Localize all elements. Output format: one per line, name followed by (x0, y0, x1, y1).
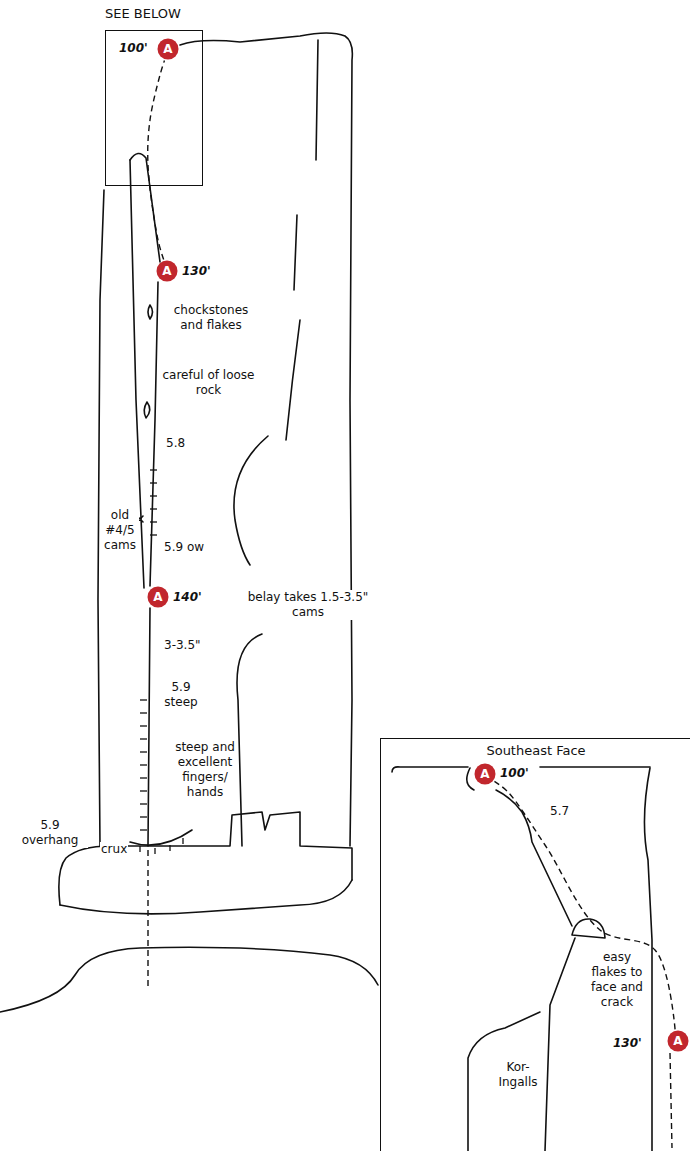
route-note: 5.9 steep (160, 680, 202, 710)
crack-tick (140, 738, 147, 739)
distance-label: 100' (118, 41, 149, 56)
route-line (148, 60, 165, 259)
route-line (670, 1053, 672, 1148)
route-note: easy flakes to face and crack (587, 950, 647, 1010)
route-note: Kor- Ingalls (492, 1060, 544, 1090)
crack-tick (140, 803, 147, 804)
crack-tick (140, 816, 147, 817)
crack-tick (182, 838, 183, 844)
crack-tick (140, 699, 147, 700)
crack-tick (140, 777, 147, 778)
rock-feature (286, 320, 300, 440)
distance-label: 100' (499, 766, 530, 781)
flake-right-crack (130, 153, 160, 262)
anchor-letter: A (163, 42, 172, 57)
anchor-disc (157, 261, 178, 282)
inset-pillar-left (545, 938, 575, 1151)
distance-label: 130' (181, 264, 212, 279)
pillar-top-edge (180, 33, 352, 846)
route-note: careful of loose rock (160, 368, 257, 398)
rock-feature (294, 215, 297, 290)
crack-tick (150, 495, 157, 496)
crack-tick (140, 725, 147, 726)
anchor-letter: A (153, 590, 162, 605)
anchor-letter: A (673, 1034, 682, 1049)
crack-upper (150, 282, 158, 586)
crack-tick (150, 482, 157, 483)
base-ledge-bottom (60, 880, 352, 914)
chockstone (148, 305, 153, 319)
route-note: crux (100, 842, 128, 857)
rock-feature (234, 436, 268, 565)
route-note: 5.9 overhang (12, 818, 88, 848)
crack-lower (148, 608, 150, 846)
anchor-circle: A (474, 763, 496, 785)
distance-label: 140' (172, 590, 203, 605)
route-note: steep and excellent fingers/ hands (172, 740, 238, 800)
rock-outline (0, 33, 652, 1151)
crack-tick (150, 508, 157, 509)
route-note: 5.8 (165, 436, 186, 451)
route-note: belay takes 1.5-3.5" cams (245, 590, 371, 620)
anchor-circle: A (156, 260, 178, 282)
crack-tick (150, 469, 157, 470)
anchor-letter: A (162, 264, 171, 279)
anchor-disc (475, 764, 496, 785)
crack-tick (150, 534, 157, 535)
inset-pillar-top (572, 919, 605, 938)
route-note: chockstones and flakes (165, 303, 257, 333)
chockstone (144, 402, 150, 418)
crack-tick (140, 751, 147, 752)
anchor-disc (148, 587, 169, 608)
route-line (148, 850, 672, 1148)
overhang-arc (130, 830, 192, 845)
crack-tick (150, 521, 157, 522)
crack-tick (154, 848, 155, 854)
route-note: old #4/5 cams (101, 508, 139, 553)
anchor-letter: A (480, 767, 489, 782)
distance-label: 130' (612, 1036, 643, 1051)
anchor-disc (668, 1031, 689, 1052)
rock-feature (316, 40, 318, 160)
crack-tick (139, 846, 140, 852)
inset-top-edge (392, 767, 468, 772)
crack-tick (140, 764, 147, 765)
anchor-circle: A (667, 1030, 689, 1052)
route-note: 5.9 ow (163, 540, 205, 555)
inset-top-edge (540, 766, 650, 768)
crack-tick (140, 790, 147, 791)
anchor-circle: A (157, 38, 179, 60)
heading: Southeast Face (381, 743, 690, 759)
inset-route-face (467, 768, 572, 926)
anchor-circle: A (147, 586, 169, 608)
crack-tick (140, 829, 147, 830)
route-line (494, 781, 675, 1029)
anchor-disc (158, 39, 179, 60)
base-ledge (59, 812, 352, 905)
crack-tick (169, 845, 170, 851)
crack-tick (140, 712, 147, 713)
route-note: 3-3.5" (163, 638, 202, 653)
route-line (147, 850, 148, 990)
ground (0, 947, 378, 1012)
route-note: 5.7 (549, 804, 570, 819)
heading: SEE BELOW (105, 6, 181, 22)
